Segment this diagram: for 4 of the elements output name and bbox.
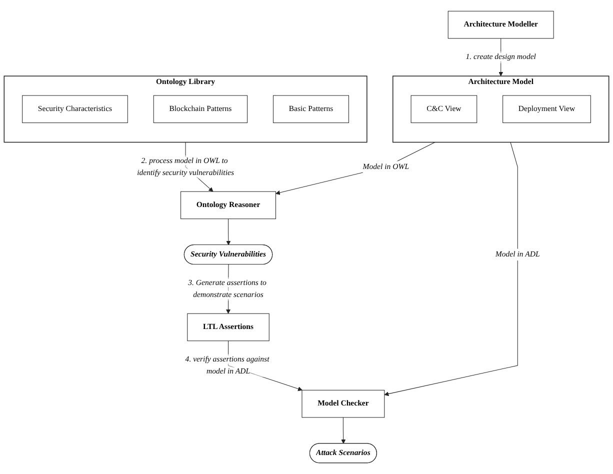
arrow	[341, 417, 346, 444]
arrow	[226, 218, 231, 246]
arrow	[276, 142, 436, 195]
arrow	[384, 142, 518, 396]
